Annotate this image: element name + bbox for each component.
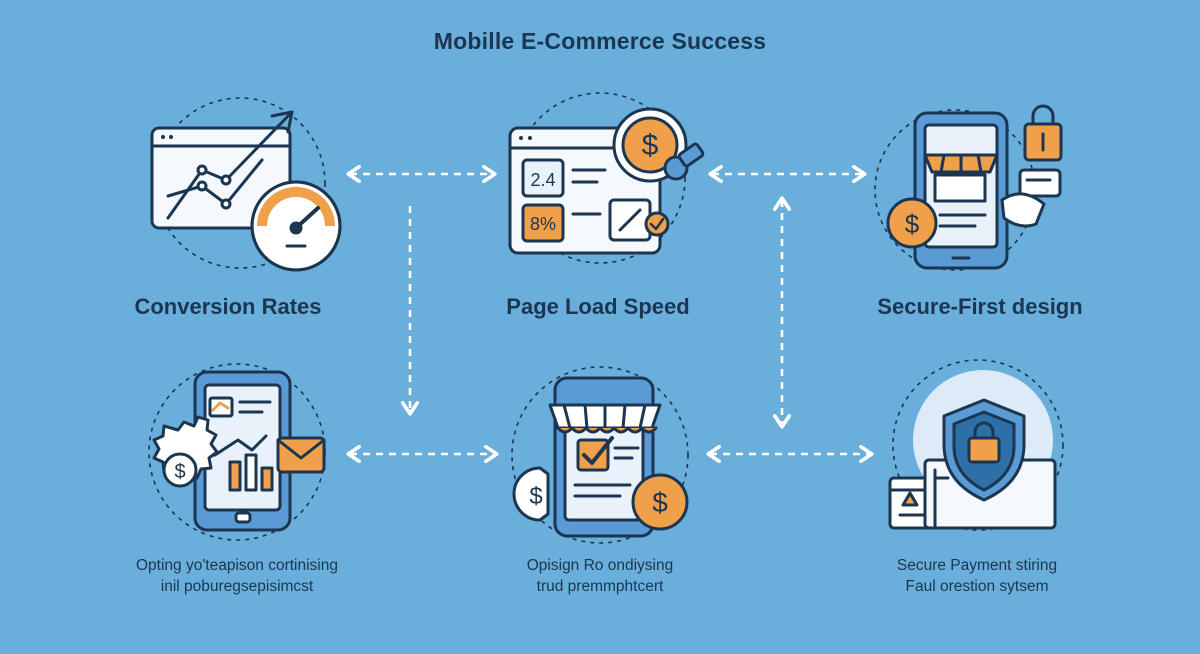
node-label-optimizing: Opting yo'teapison cortinising inil pobu… <box>57 555 417 597</box>
phone-gear-analytics-icon <box>152 370 326 532</box>
dollar-icon: $ <box>529 483 542 510</box>
stat-load-time: 2.4 <box>530 170 555 190</box>
circle-pageload <box>514 92 686 264</box>
phone-storefront-checkout-icon <box>512 376 689 538</box>
chart-speedometer-icon <box>150 110 342 272</box>
node-label-secure-payment-line2: Faul orestion sytsem <box>905 578 1049 595</box>
connector-arrows <box>346 164 874 464</box>
node-label-one-click-line2: trud premmphtcert <box>536 578 664 595</box>
stat-percent: 8% <box>530 214 556 234</box>
circle-payment <box>892 359 1064 531</box>
phone-shop-lock-icon <box>886 104 1063 270</box>
dollar-icon: $ <box>642 129 659 162</box>
node-label-secure-first: Secure-First design <box>877 294 1083 319</box>
node-label-secure-payment: Secure Payment stiring Faul orestion syt… <box>797 555 1157 597</box>
shield-bag-icon <box>888 370 1057 530</box>
circle-oneclick <box>511 366 689 544</box>
browser-coin-icon <box>508 107 705 255</box>
circle-conversion <box>154 97 326 269</box>
node-label-conversion: Conversion Rates <box>134 294 322 319</box>
dollar-icon: $ <box>174 461 185 483</box>
node-label-optimizing-line2: inil poburegsepisimcst <box>160 578 314 595</box>
page-title: Mobille E-Commerce Success <box>433 28 767 54</box>
dollar-icon: $ <box>905 209 920 239</box>
dollar-icon: $ <box>652 487 668 518</box>
node-label-optimizing-line1: Opting yo'teapison cortinising <box>136 557 338 574</box>
node-label-page-load: Page Load Speed <box>506 294 690 319</box>
node-label-one-click-line1: Opisign Ro ondiysing <box>526 557 674 574</box>
node-label-secure-payment-line1: Secure Payment stiring <box>896 557 1058 574</box>
node-label-one-click: Opisign Ro ondiysing trud premmphtcert <box>420 555 780 597</box>
